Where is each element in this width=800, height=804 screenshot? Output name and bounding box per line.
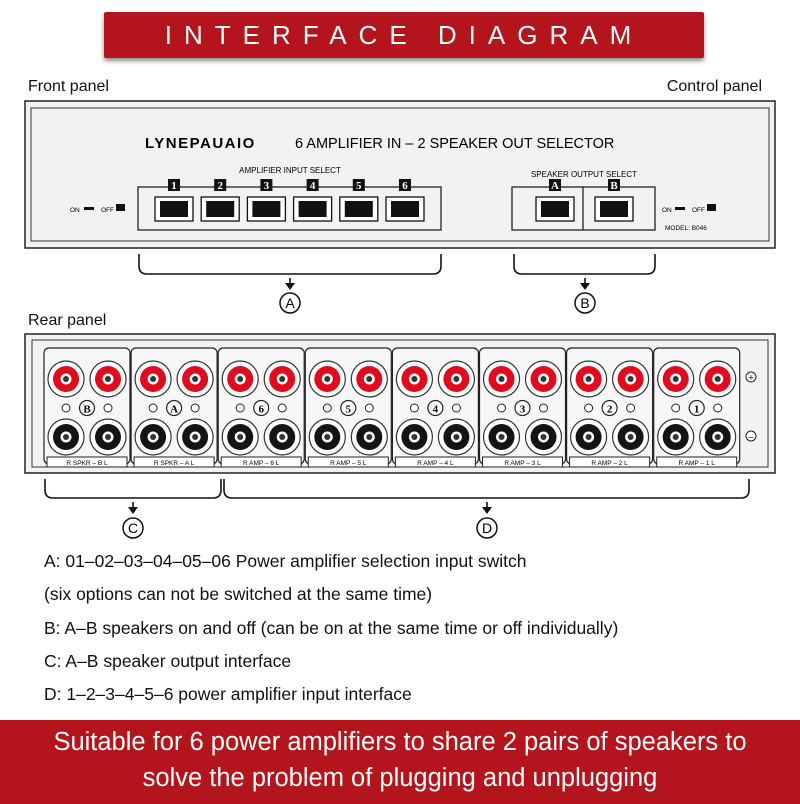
page-title: INTERFACE DIAGRAM [104,12,704,58]
terminal-label: R SPKR – A L [154,460,195,467]
amp-key-badge-1 [168,179,180,191]
callout-d-letter: D [482,520,492,536]
speaker-button-face [600,201,628,217]
amp-key-number: 5 [356,180,362,192]
terminal-group-2: 2 R AMP – 2 L [565,347,654,468]
control-panel-label: Control panel [666,78,762,95]
amp-button-face [344,201,373,217]
brand-logo: LYNEPAUAIO [145,135,256,152]
terminal-label: R AMP – 2 L [591,460,628,467]
terminal-group-1: 1 R AMP – 1 L [653,347,741,468]
amp-button-face [160,201,188,217]
terminal-group-3: 3 R AMP – 3 L [478,347,567,468]
footer-line-1: Suitable for 6 power amplifiers to share… [53,728,747,756]
footer-line-2: solve the problem of plugging and unplug… [142,764,658,792]
description-a-note: (six options can not be switched at the … [44,584,433,604]
front-panel: LYNEPAUAIO 6 AMPLIFIER IN – 2 SPEAKER OU… [24,100,776,249]
callout-a-letter: A [285,295,295,311]
channel-badge [166,399,183,417]
amp-key-badge-6 [399,179,411,191]
channel-badge [78,399,96,417]
amp-key-number: 6 [402,180,408,192]
callout-b-badge [574,292,596,314]
description-c: C: A–B speaker output interface [44,651,292,671]
channel-badge [340,399,357,417]
front-panel-label: Front panel [28,78,109,95]
description-d: D: 1–2–3–4–5–6 power amplifier input int… [44,684,412,704]
channel-badge [253,399,270,417]
amp-key-number: 1 [171,180,177,192]
channel-badge [514,399,531,417]
terminal-group-B: B R SPKR – B L [43,347,131,468]
amp-button-face [391,201,419,217]
speaker-key-badge-B [608,179,620,191]
off-label-left: OFF [101,207,114,214]
callout-brace-a [138,254,442,275]
description-b: B: A–B speakers on and off (can be on at… [44,618,619,638]
amp-button-face [206,201,235,217]
rear-panel: B R SPKR – B L A R SPKR – A L 6 R AMP – 6 L 5R… [24,333,776,474]
on-label-left: ON [70,207,80,214]
channel-badge-text: 5 [346,404,352,416]
speaker-select-label: SPEAKER OUTPUT SELECT [531,170,637,179]
off-label-right: OFF [692,207,705,214]
callout-a-badge [279,292,301,314]
amp-button-face [252,201,281,217]
speaker-key-letter: B [610,180,618,192]
callout-brace-c [44,479,222,499]
amp-button-face [298,201,327,217]
rear-panel-label: Rear panel [28,312,107,329]
callout-b-letter: B [580,295,589,311]
amp-key-number: 3 [264,180,270,192]
terminal-group-A: A R SPKR – A L [130,347,218,468]
callout-brace-b [513,254,656,275]
callout-d-badge [476,517,498,539]
channel-badge-text: 2 [607,404,613,416]
plus-marker: + [748,373,753,383]
amp-key-number: 2 [217,180,223,192]
callout-brace-d [223,479,750,499]
amp-key-badge-5 [352,179,365,191]
terminal-label: R AMP – 3 L [504,460,541,467]
footer-banner: Suitable for 6 power amplifiers to share… [0,720,800,804]
speaker-key-badge-A [549,179,561,191]
channel-badge-text: 6 [258,404,264,416]
amp-key-badge-3 [260,179,273,191]
channel-badge-text: A [170,404,178,416]
amp-key-number: 4 [310,180,316,192]
amp-key-badge-4 [306,179,319,191]
on-label-right: ON [662,207,672,214]
terminal-label: R AMP – 1 L [679,460,716,467]
channel-badge-text: 4 [433,404,439,416]
minus-marker: – [748,432,753,442]
channel-badge [427,399,444,417]
amp-select-label: AMPLIFIER INPUT SELECT [239,166,341,175]
speaker-button-face [541,201,569,217]
callout-c-badge [122,517,144,539]
channel-badge [688,399,705,417]
terminal-group-4: 4 R AMP – 4 L [391,347,479,468]
product-name: 6 AMPLIFIER IN – 2 SPEAKER OUT SELECTOR [295,136,614,152]
terminal-label: R AMP – 5 L [330,460,367,467]
channel-badge [601,399,618,417]
terminal-label: R AMP – 6 L [243,460,280,467]
channel-badge-text: B [83,404,91,416]
speaker-key-letter: A [551,180,559,192]
description-a: A: 01–02–03–04–05–06 Power amplifier sel… [44,551,527,571]
channel-badge-text: 1 [694,404,700,416]
model-label: MODEL: B046 [665,225,707,232]
terminal-label: R AMP – 4 L [417,460,454,467]
amp-key-badge-2 [214,179,227,191]
terminal-label: R SPKR – B L [66,460,108,467]
terminal-group-5: 5 R AMP – 5 L [304,347,392,468]
terminal-group-6: 6 R AMP – 6 L [217,347,305,468]
channel-badge-text: 3 [520,404,526,416]
callout-c-letter: C [128,520,138,536]
